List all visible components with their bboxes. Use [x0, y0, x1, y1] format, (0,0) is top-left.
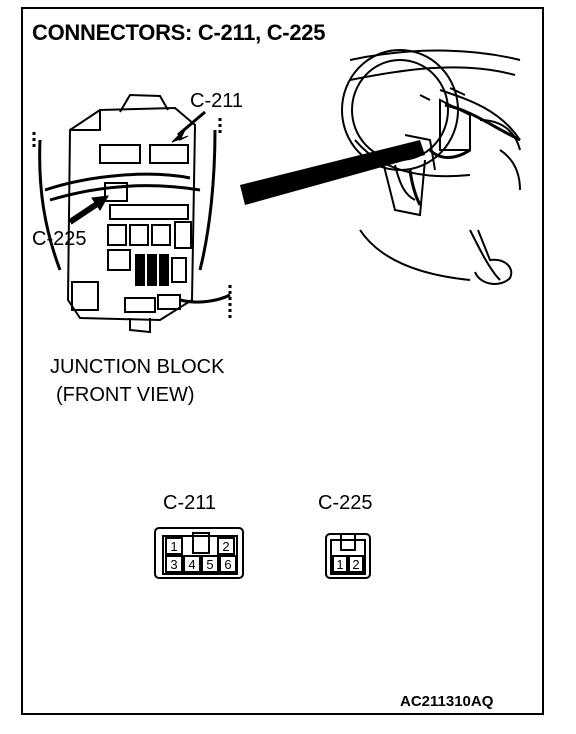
callout-c225: C-225 [32, 228, 87, 250]
callout-c211: C-211 [190, 90, 243, 112]
connector-c211-face [154, 527, 244, 579]
figure-code: AC211310AQ [400, 693, 494, 710]
c225-pin-1: 1 [336, 557, 343, 572]
c211-pin-5: 5 [206, 557, 213, 572]
c211-pin-3: 3 [170, 557, 177, 572]
vehicle-wiring [408, 103, 521, 206]
connector-c225-face [325, 533, 371, 579]
connector-c225-label: C-225 [318, 492, 373, 514]
junction-block-drawing [66, 93, 197, 334]
callout-arrows [68, 110, 206, 225]
view-pointer [240, 140, 425, 205]
c211-pin-2: 2 [222, 539, 229, 554]
diagram-title: CONNECTORS: C-211, C-225 [32, 20, 326, 45]
wire-harness [32, 118, 232, 320]
junction-block-label: JUNCTION BLOCK [50, 356, 225, 378]
junction-block-view-label: (FRONT VIEW) [56, 384, 195, 406]
connector-c211-label: C-211 [163, 492, 216, 514]
diagram-frame [21, 7, 544, 715]
c225-pin-2: 2 [352, 557, 359, 572]
vehicle-interior-drawing [341, 49, 521, 285]
c211-pin-6: 6 [224, 557, 231, 572]
c211-pin-4: 4 [188, 557, 195, 572]
c211-pin-1: 1 [170, 539, 177, 554]
